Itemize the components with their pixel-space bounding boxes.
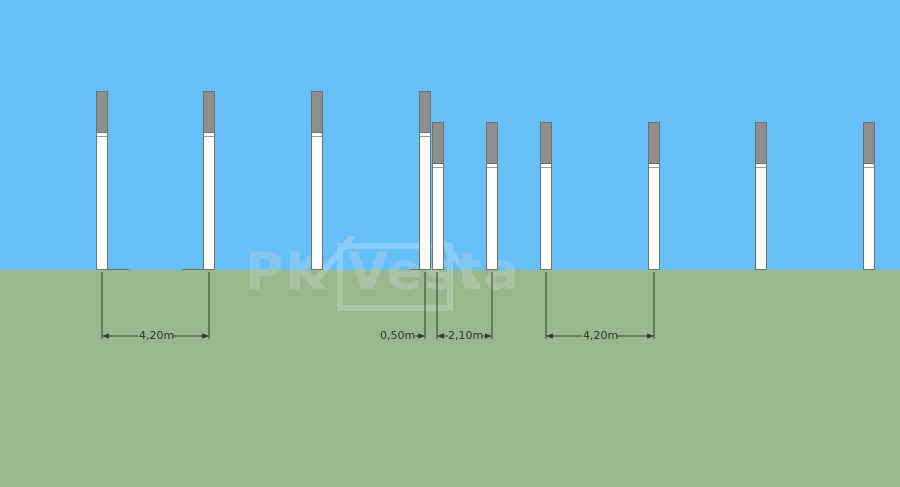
post-band <box>204 132 214 137</box>
dimension-label: 4,20m <box>139 329 175 342</box>
ground-area <box>0 270 900 487</box>
post-band <box>97 132 107 137</box>
post-3 <box>311 91 323 270</box>
post-cap <box>541 123 551 164</box>
post-band <box>864 163 874 168</box>
post-base-line <box>96 269 129 270</box>
post-cap <box>487 123 497 164</box>
post-band <box>420 132 430 137</box>
post-base-line <box>182 269 215 270</box>
post-4 <box>419 91 431 270</box>
post-cap <box>433 123 443 164</box>
post-band <box>756 163 766 168</box>
post-cap <box>312 92 322 133</box>
house-logo-icon <box>312 236 478 311</box>
post-9 <box>755 122 767 270</box>
post-cap <box>204 92 214 133</box>
post-cap <box>420 92 430 133</box>
post-band <box>649 163 659 168</box>
post-band <box>312 132 322 137</box>
post-8 <box>648 122 660 270</box>
post-cap <box>649 123 659 164</box>
watermark: PK Vesta <box>245 236 665 316</box>
watermark-text: PK Vesta <box>245 242 522 302</box>
sky-background <box>0 0 900 270</box>
post-band <box>487 163 497 168</box>
post-cap <box>864 123 874 164</box>
post-7 <box>540 122 552 270</box>
post-6 <box>486 122 498 270</box>
post-5 <box>432 122 444 270</box>
post-cap <box>756 123 766 164</box>
post-base-line <box>410 269 431 270</box>
post-band <box>541 163 551 168</box>
dimension-label: 2,10m <box>448 329 484 342</box>
dimension-label: 4,20m <box>583 329 619 342</box>
post-cap <box>97 92 107 133</box>
dimension-label: 0,50m <box>380 329 416 342</box>
post-10 <box>863 122 875 270</box>
post-band <box>433 163 443 168</box>
